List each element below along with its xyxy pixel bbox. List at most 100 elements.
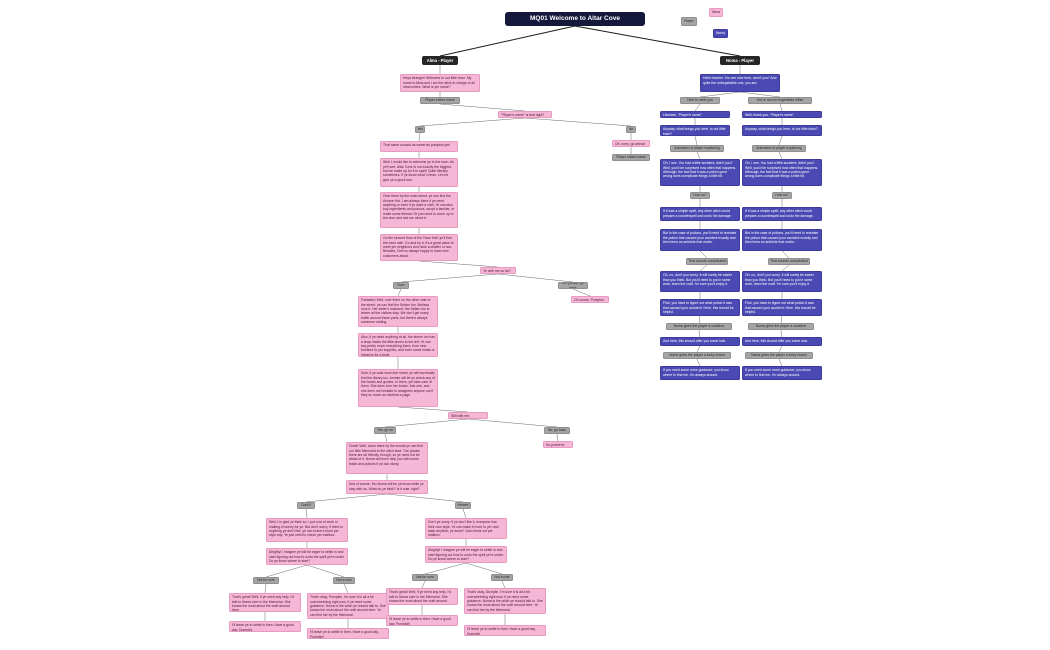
dialogue-node-p-idea2[interactable]: Not a clue	[491, 574, 513, 581]
connector-n_l8-np_l9	[699, 250, 708, 259]
connector-a17-p_idea2	[465, 562, 503, 575]
dialogue-node-a24[interactable]: I'll leave ye to settle in then. Have a …	[386, 615, 458, 626]
legend-player: Player	[681, 17, 697, 26]
dialogue-node-a21[interactable]: That's okay, Dumplin. I'm sure it is all…	[464, 588, 546, 614]
connector-title-alma_head	[439, 25, 576, 57]
dialogue-node-np-l9[interactable]: That sounds complicated	[686, 258, 728, 265]
flowchart-title[interactable]: MQ01 Welcome to Altar Cove	[505, 12, 645, 26]
dialogue-node-p1[interactable]: Player enters name	[420, 97, 460, 104]
dialogue-node-p-sure2[interactable]: Not for sure	[253, 577, 279, 584]
legend-alma: Alma	[709, 8, 723, 17]
dialogue-node-np-r14[interactable]: Noma gives the player a lucky charm	[745, 352, 813, 359]
dialogue-node-a9[interactable]: Also, if ye need anything at all, the ta…	[358, 333, 438, 357]
connector-p_yes-a3	[418, 132, 421, 142]
dialogue-node-np-l14[interactable]: Noma gives the player a lucky charm	[663, 352, 731, 359]
dialogue-node-p-no[interactable]: No	[626, 126, 636, 133]
connector-n_l3-np_l4	[694, 135, 698, 146]
dialogue-node-a-np[interactable]: No problem!	[543, 441, 573, 448]
connector-a6-a7	[418, 260, 499, 268]
dialogue-node-n-l10[interactable]: Oh, no, don't you worry. It will surely …	[660, 271, 740, 292]
dialogue-node-n-r2[interactable]: Well, thank you, "Player's name"	[742, 111, 822, 118]
connector-np_l9-n_l10	[699, 264, 708, 272]
dialogue-node-n-l7[interactable]: If it was a simple spell, any other witc…	[660, 207, 740, 221]
connector-a13-p_cool	[305, 493, 388, 503]
dialogue-node-a20[interactable]: That's great! Well, if ye need any help,…	[386, 588, 458, 605]
dialogue-node-p-idea[interactable]: Not a clue	[333, 577, 355, 584]
connector-n1-np_r1	[739, 91, 781, 98]
dialogue-node-a-pump[interactable]: Of course, Pumpkin	[571, 296, 609, 303]
dialogue-node-np-r4[interactable]: Animation of player explaining	[752, 145, 806, 152]
dialogue-node-a8[interactable]: Fantastic! Well, over there on the other…	[358, 296, 438, 327]
dialogue-node-n-l5[interactable]: Oh, I see. You had a little accident, di…	[660, 159, 740, 186]
dialogue-node-p-sure3[interactable]: Not for sure	[412, 574, 438, 581]
dialogue-node-a-no[interactable]: Oh, sorry, go ahead	[612, 140, 650, 147]
dialogue-node-n-r15[interactable]: If you need some more guidance, you know…	[742, 366, 822, 380]
dialogue-node-noma-head[interactable]: Noma - Player	[720, 56, 760, 65]
dialogue-node-a10[interactable]: Now, if ye walk down the street, ye will…	[358, 369, 438, 407]
connector-p1-a2	[439, 103, 526, 112]
dialogue-node-p-no2[interactable]: Player enters name	[612, 154, 650, 161]
dialogue-node-np-r9[interactable]: That sounds complicated	[768, 258, 810, 265]
dialogue-node-n-l2[interactable]: Likewise, "Player's name"	[660, 111, 730, 118]
dialogue-node-a4[interactable]: Well, I would like to welcome ye to the …	[380, 158, 458, 187]
dialogue-node-n-r5[interactable]: Oh, I see. You had a little accident, di…	[742, 159, 822, 186]
dialogue-node-a11[interactable]: Still with me, Dumplin?	[448, 412, 488, 419]
dialogue-node-np-l4[interactable]: Animation of player explaining	[670, 145, 724, 152]
dialogue-node-n-r3[interactable]: Anyway, what brings you here, to our lit…	[742, 125, 822, 136]
dialogue-node-n-r10[interactable]: Oh, no, don't you worry. It will surely …	[742, 271, 822, 292]
dialogue-node-a19[interactable]: That's okay, Pumpkin. I'm sure it is all…	[307, 593, 389, 619]
dialogue-node-a15[interactable]: Don't ye worry. If ye don't like it, eve…	[425, 518, 507, 539]
dialogue-node-a18[interactable]: That's great! Well, if ye need any help,…	[229, 593, 301, 612]
dialogue-node-p-cool[interactable]: Cool!!!	[297, 502, 315, 509]
connector-a7-p_sure	[400, 273, 499, 283]
connector-np_r12-n_r13	[780, 329, 783, 338]
connector-a16-p_idea	[306, 564, 345, 578]
dialogue-node-a13[interactable]: And of course, Mo-Noma will be ye know w…	[346, 480, 428, 494]
dialogue-node-p-back2[interactable]: No, go back	[544, 427, 570, 434]
dialogue-node-np-l12[interactable]: Noma gives the player a cauldron	[666, 323, 732, 330]
connector-a16-p_sure2	[265, 564, 308, 578]
dialogue-node-p-yes[interactable]: Yes	[415, 126, 425, 133]
dialogue-node-a25[interactable]: I'll leave ye to settle in then. Have a …	[464, 625, 546, 636]
connector-np_r14-n_r15	[778, 358, 783, 367]
connector-a11-p_yes2	[384, 418, 469, 428]
dialogue-node-a17[interactable]: Alrighty! I imagine ye will be eager to …	[425, 546, 507, 563]
dialogue-node-n-l3[interactable]: Anyway, what brings you here, to our lit…	[660, 125, 730, 136]
connector-np_r1-n_r2	[779, 103, 783, 112]
dialogue-node-n-r11[interactable]: First, you have to figure out what potio…	[742, 299, 822, 316]
dialogue-node-a1[interactable]: Heya stranger! Welcome to our little tow…	[400, 74, 480, 92]
dialogue-node-a22[interactable]: I'll leave ye to settle in then. Have a …	[229, 621, 301, 632]
dialogue-node-alma-head[interactable]: Alma - Player	[422, 56, 458, 65]
dialogue-node-a2[interactable]: "Player's name" is that right?	[498, 111, 552, 118]
dialogue-node-np-r1[interactable]: You're not too forgettable either	[748, 97, 812, 104]
connector-a2-p_yes	[419, 117, 526, 127]
dialogue-node-n-l15[interactable]: If you need some more guidance, you know…	[660, 366, 740, 380]
dialogue-node-n-r7[interactable]: If it was a simple spell, any other witc…	[742, 207, 822, 221]
connector-p_back2-a_np	[556, 433, 559, 442]
dialogue-node-p-sure[interactable]: Sure	[393, 282, 409, 289]
connector-n_r8-np_r9	[781, 250, 790, 259]
connector-np_l1-n_l2	[694, 103, 701, 112]
dialogue-node-a5[interactable]: Over there by the main street, ye can fi…	[380, 192, 458, 228]
dialogue-node-n-l13[interactable]: And here, this should offer you some luc…	[660, 337, 740, 346]
dialogue-node-np-l1[interactable]: Nice to meet you	[680, 97, 720, 104]
dialogue-node-a23[interactable]: I'll leave ye to settle in then. Have a …	[307, 628, 389, 639]
dialogue-node-n-r13[interactable]: And here, this should offer you some luc…	[742, 337, 822, 346]
dialogue-node-n1[interactable]: Hello traveler. You are new here, aren't…	[700, 74, 780, 92]
dialogue-node-n-l8[interactable]: But in the case of potions, you'll need …	[660, 229, 740, 251]
dialogue-node-a7[interactable]: Ye with me so far?	[480, 267, 516, 274]
dialogue-node-np-r12[interactable]: Noma gives the player a cauldron	[748, 323, 814, 330]
connector-p_sure2-a18	[264, 583, 267, 594]
dialogue-node-a16[interactable]: Alrighty! I imagine ye will be eager to …	[266, 548, 348, 565]
dialogue-node-n-l11[interactable]: First, you have to figure out what potio…	[660, 299, 740, 316]
dialogue-node-a3[interactable]: That name sounds as sweet as pumpkin pie…	[380, 141, 458, 152]
dialogue-node-n-r8[interactable]: But in the case of potions, you'll need …	[742, 229, 822, 251]
dialogue-node-p-back[interactable]: No, please, go back	[558, 282, 588, 289]
dialogue-node-np-l6[interactable]: How so?	[690, 192, 710, 199]
dialogue-node-p-hmm[interactable]: Hmmm	[455, 502, 471, 509]
dialogue-node-a12[interactable]: Great! Well, down there by the woods ye …	[346, 442, 428, 474]
dialogue-node-np-r6[interactable]: How so?	[772, 192, 792, 199]
dialogue-node-a6[interactable]: On the second floor of the Town Hall, ye…	[380, 234, 458, 261]
dialogue-node-p-yes2[interactable]: Yes, go on	[374, 427, 396, 434]
dialogue-node-a14[interactable]: Well, I'm glad ye think so. I put a lot …	[266, 518, 348, 542]
